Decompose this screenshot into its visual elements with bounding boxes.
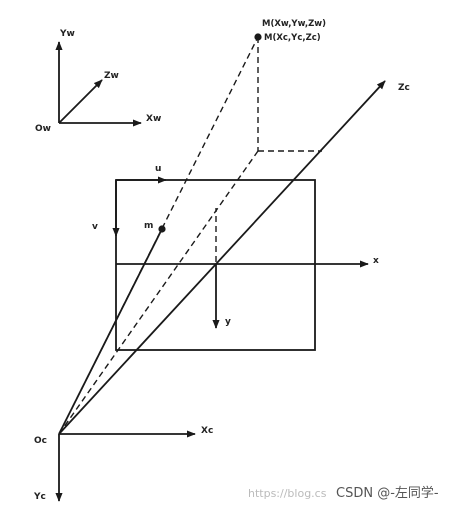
image-y-label: y xyxy=(225,317,231,327)
watermark-faint-url: https://blog.cs xyxy=(248,487,327,500)
camera-x-label: Xc xyxy=(201,426,213,436)
ray-through-image-point xyxy=(58,228,163,435)
projection-dashed-lines xyxy=(58,36,322,435)
world-point-label: M(Xw,Yw,Zw) xyxy=(262,19,326,29)
image-x-label: x xyxy=(373,256,379,266)
pixel-u-label: u xyxy=(155,164,161,174)
world-origin-label: Ow xyxy=(35,124,51,134)
camera-origin-label: Oc xyxy=(34,436,47,446)
camera-frame: Xc Oc Yc xyxy=(33,426,213,502)
world-z-axis xyxy=(58,79,103,124)
diagonal-from-foot xyxy=(58,150,259,435)
camera-y-label: Yc xyxy=(33,492,46,502)
world-frame: Yw Zw Xw Ow xyxy=(35,29,161,134)
camera-z-label: Zc xyxy=(398,83,410,93)
world-y-label: Yw xyxy=(59,29,75,39)
world-point-marker xyxy=(254,33,262,41)
world-x-label: Xw xyxy=(146,114,161,124)
image-point-marker xyxy=(158,225,166,233)
image-point-label: m xyxy=(144,221,153,231)
watermark-text: CSDN @-左同学- xyxy=(336,485,439,501)
camera-point-label: M(Xc,Yc,Zc) xyxy=(264,33,321,43)
pixel-v-label: v xyxy=(92,222,98,232)
image-plane xyxy=(115,179,316,351)
world-z-label: Zw xyxy=(104,71,119,81)
camera-z-axis xyxy=(58,80,386,435)
